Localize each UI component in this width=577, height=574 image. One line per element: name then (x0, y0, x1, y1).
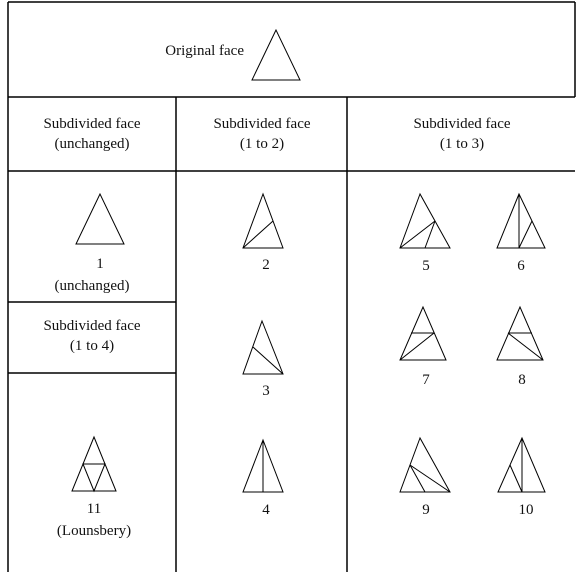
column-header-1-to-2-line1: Subdivided face (213, 116, 310, 132)
column-header-1-to-3-line1: Subdivided face (413, 116, 510, 132)
case-11-note: (Lounsbery) (57, 523, 131, 539)
case-1-number: 1 (96, 256, 104, 272)
case-11-inner-triangle (82, 463, 106, 493)
case-11-diagram: 11 (Lounsbery) (57, 435, 131, 539)
column-header-1-to-4-line1: Subdivided face (43, 318, 140, 334)
column-header-1-to-3: Subdivided face (1 to 3) (413, 116, 510, 152)
case-7-diagram: 7 (399, 305, 447, 388)
column-header-1-to-4-line2: (1 to 4) (70, 338, 114, 354)
column-header-1-to-2-line2: (1 to 2) (240, 136, 284, 152)
case-5-number: 5 (422, 258, 430, 274)
case-6-diagram: 6 (496, 192, 546, 274)
case-2-triangle (242, 192, 284, 249)
case-9-split-line-2 (409, 464, 426, 493)
case-8-number: 8 (518, 372, 526, 388)
case-8-diagonal (507, 332, 544, 361)
case-11-number: 11 (87, 501, 101, 517)
case-10-number: 10 (519, 502, 534, 518)
case-7-number: 7 (422, 372, 430, 388)
case-3-triangle (242, 319, 284, 375)
column-header-1-to-3-line2: (1 to 3) (440, 136, 484, 152)
case-2-diagram: 2 (242, 192, 284, 273)
column-header-unchanged-line1: Subdivided face (43, 116, 140, 132)
case-5-triangle (399, 192, 451, 249)
case-10-split-line-2 (509, 464, 523, 493)
case-3-diagram: 3 (242, 319, 284, 399)
case-2-number: 2 (262, 257, 270, 273)
case-7-diagonal (399, 332, 435, 361)
case-8-diagram: 8 (496, 305, 544, 388)
original-face-header: Original face (165, 28, 301, 81)
case-4-number: 4 (262, 502, 270, 518)
case-5-diagram: 5 (399, 192, 451, 274)
case-6-split-line-2 (518, 220, 533, 249)
case-3-number: 3 (262, 383, 270, 399)
case-2-split-line (242, 220, 274, 249)
column-header-unchanged: Subdivided face (unchanged) (43, 116, 140, 152)
case-6-triangle (496, 192, 546, 249)
case-9-split-line-1 (409, 464, 451, 493)
case-5-split-line-2 (424, 220, 436, 249)
case-9-diagram: 9 (399, 436, 451, 518)
case-1-diagram: 1 (unchanged) (55, 192, 130, 294)
case-1-triangle (75, 192, 125, 245)
column-header-1-to-2: Subdivided face (1 to 2) (213, 116, 310, 152)
case-3-split-line (252, 346, 284, 375)
case-9-triangle (399, 436, 451, 493)
case-9-number: 9 (422, 502, 430, 518)
case-10-diagram: 10 (497, 436, 546, 518)
table-grid (7, 1, 576, 572)
original-face-label: Original face (165, 43, 244, 59)
column-header-unchanged-line2: (unchanged) (55, 136, 130, 152)
case-1-note: (unchanged) (55, 278, 130, 294)
column-header-1-to-4: Subdivided face (1 to 4) (43, 318, 140, 354)
case-6-number: 6 (517, 258, 525, 274)
case-4-diagram: 4 (242, 438, 284, 518)
original-face-triangle (251, 28, 301, 81)
case-5-split-line-1 (399, 220, 436, 249)
